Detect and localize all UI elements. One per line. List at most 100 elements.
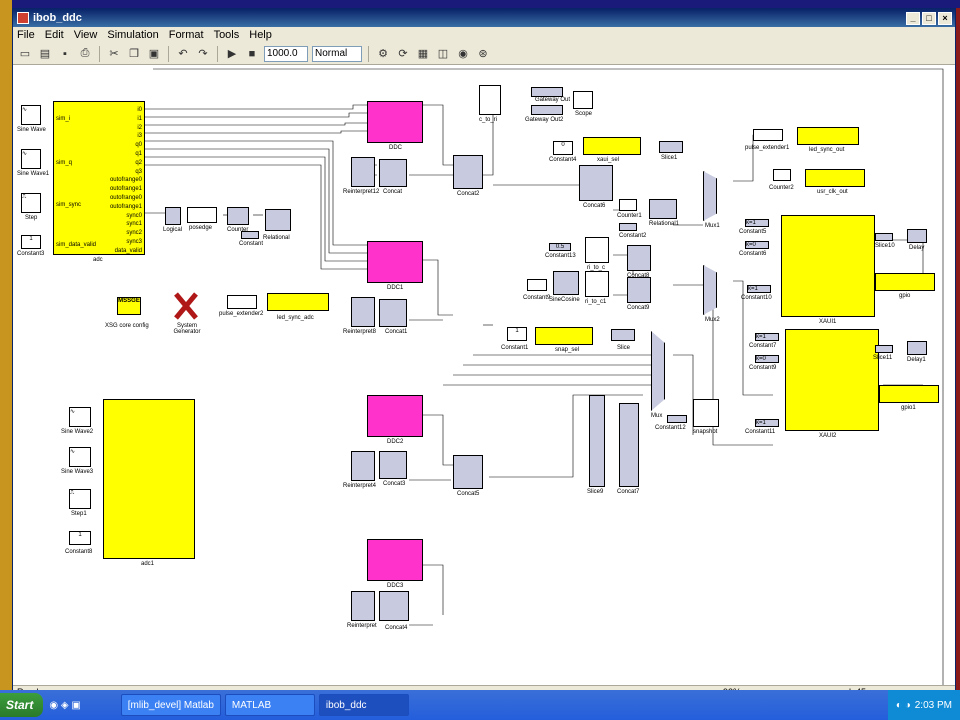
sysgen-block[interactable] bbox=[173, 291, 199, 321]
reinterpret12-block[interactable] bbox=[351, 157, 375, 187]
sine-wave2-block[interactable]: ∿ bbox=[69, 407, 91, 427]
gateway-out-block[interactable] bbox=[531, 87, 563, 97]
concat5-block[interactable] bbox=[453, 455, 483, 489]
menu-format[interactable]: Format bbox=[168, 29, 204, 41]
slice10-block[interactable] bbox=[875, 233, 893, 241]
constant11-block[interactable]: k=1 bbox=[755, 419, 779, 427]
c-to-ri-block[interactable] bbox=[479, 85, 501, 115]
target-icon[interactable]: ⊛ bbox=[478, 48, 488, 60]
library-icon[interactable]: ▦ bbox=[417, 48, 429, 60]
counter1-block[interactable] bbox=[619, 199, 637, 211]
stop-icon[interactable]: ■ bbox=[248, 47, 256, 60]
xaui-sel-block[interactable] bbox=[583, 137, 641, 155]
reinterpret4-block[interactable] bbox=[351, 451, 375, 481]
menu-file[interactable]: File bbox=[17, 29, 35, 41]
new-icon[interactable]: ▭ bbox=[19, 48, 31, 60]
concat6-block[interactable] bbox=[579, 165, 613, 201]
counter-block[interactable] bbox=[227, 207, 249, 225]
slice11-block[interactable] bbox=[875, 345, 893, 353]
open-icon[interactable]: ▤ bbox=[39, 48, 51, 60]
adc1-block[interactable] bbox=[103, 399, 195, 559]
delay-block[interactable] bbox=[907, 229, 927, 243]
menu-edit[interactable]: Edit bbox=[44, 29, 64, 41]
ri-to-c1-block[interactable] bbox=[585, 271, 609, 297]
model-canvas[interactable]: ∿ Sine Wave ∿ Sine Wave1 ⎍ Step 1 Consta… bbox=[13, 65, 955, 685]
step-block[interactable]: ⎍ bbox=[21, 193, 41, 213]
xaui1-block[interactable] bbox=[781, 215, 875, 317]
copy-icon[interactable]: ❐ bbox=[129, 48, 139, 60]
menu-simulation[interactable]: Simulation bbox=[107, 29, 159, 41]
redo-icon[interactable]: ↷ bbox=[198, 48, 208, 60]
gpio-block[interactable] bbox=[875, 273, 935, 291]
debug-icon[interactable]: ◉ bbox=[458, 48, 468, 60]
relational1-block[interactable] bbox=[649, 199, 677, 219]
update-icon[interactable]: ⟳ bbox=[398, 48, 408, 60]
mux-block[interactable] bbox=[651, 331, 665, 411]
concat2-block[interactable] bbox=[453, 155, 483, 189]
counter2-block[interactable] bbox=[773, 169, 791, 181]
concat9-block[interactable] bbox=[627, 277, 651, 303]
constant1-top-block[interactable]: 1 bbox=[507, 327, 527, 341]
snap-sel-block[interactable] bbox=[535, 327, 593, 345]
pulse-extender1-block[interactable] bbox=[753, 129, 783, 141]
close-button[interactable]: × bbox=[938, 11, 952, 25]
concat4-block[interactable] bbox=[379, 591, 409, 621]
sine-wave3-block[interactable]: ∿ bbox=[69, 447, 91, 467]
concat8-block[interactable] bbox=[627, 245, 651, 271]
reinterpret8-block[interactable] bbox=[351, 297, 375, 327]
constant3-block[interactable]: 1 bbox=[21, 235, 41, 249]
mux2-block[interactable] bbox=[703, 265, 717, 315]
save-icon[interactable]: ▪ bbox=[63, 47, 67, 60]
constant-block[interactable] bbox=[241, 231, 259, 239]
mssge-block[interactable]: MSSGE bbox=[117, 297, 141, 315]
pulse-extender2-block[interactable] bbox=[227, 295, 257, 309]
gateway-out2-block[interactable] bbox=[531, 105, 563, 115]
explorer-icon[interactable]: ◫ bbox=[437, 48, 449, 60]
sinecosine-block[interactable] bbox=[553, 271, 579, 295]
constant8-block[interactable]: 1 bbox=[69, 531, 91, 545]
concat3-block[interactable] bbox=[379, 451, 407, 479]
minimize-button[interactable]: _ bbox=[906, 11, 920, 25]
reinterpret-block[interactable] bbox=[351, 591, 375, 621]
concat1-block[interactable] bbox=[379, 299, 407, 327]
constant12-block[interactable] bbox=[667, 415, 687, 423]
led-sync-adc-block[interactable] bbox=[267, 293, 329, 311]
gpio1-block[interactable] bbox=[879, 385, 939, 403]
task-ibob-ddc[interactable]: ibob_ddc bbox=[318, 694, 409, 716]
ri-to-c-block[interactable] bbox=[585, 237, 609, 263]
maximize-button[interactable]: □ bbox=[922, 11, 936, 25]
ddc-block[interactable] bbox=[367, 101, 423, 143]
logical-block[interactable] bbox=[165, 207, 181, 225]
led-sync-out-block[interactable] bbox=[797, 127, 859, 145]
print-icon[interactable]: ⎙ bbox=[80, 47, 90, 59]
delay1-block[interactable] bbox=[907, 341, 927, 355]
task-matlab-devel[interactable]: [mlib_devel] Matlab bbox=[120, 694, 221, 716]
scope-block[interactable] bbox=[573, 91, 593, 109]
constant7-block[interactable]: k=1 bbox=[755, 333, 779, 341]
menu-help[interactable]: Help bbox=[249, 29, 272, 41]
concat7-block[interactable] bbox=[619, 403, 639, 487]
menu-tools[interactable]: Tools bbox=[213, 29, 240, 41]
menu-view[interactable]: View bbox=[73, 29, 98, 41]
constant10-block[interactable]: k=1 bbox=[747, 285, 771, 293]
ddc3-block[interactable] bbox=[367, 539, 423, 581]
mux1-block[interactable] bbox=[703, 171, 717, 221]
cut-icon[interactable]: ✂ bbox=[109, 48, 119, 60]
sim-mode-select[interactable]: Normal bbox=[312, 45, 362, 62]
constant4-block[interactable]: 0 bbox=[553, 141, 573, 155]
slice-block[interactable] bbox=[611, 329, 635, 341]
paste-icon[interactable]: ▣ bbox=[148, 48, 160, 60]
sine-wave-block[interactable]: ∿ bbox=[21, 105, 41, 125]
snapshot-block[interactable] bbox=[693, 399, 719, 427]
undo-icon[interactable]: ↶ bbox=[178, 48, 188, 60]
concat-block[interactable] bbox=[379, 159, 407, 187]
constant5-block[interactable]: k=1 bbox=[745, 219, 769, 227]
sine-wave1-block[interactable]: ∿ bbox=[21, 149, 41, 169]
usr-clk-out-block[interactable] bbox=[805, 169, 865, 187]
relational-block[interactable] bbox=[265, 209, 291, 231]
constant2-block[interactable] bbox=[619, 223, 637, 231]
task-matlab[interactable]: MATLAB bbox=[224, 694, 315, 716]
step1-block[interactable]: ⎍ bbox=[69, 489, 91, 509]
slice1-block[interactable] bbox=[659, 141, 683, 153]
